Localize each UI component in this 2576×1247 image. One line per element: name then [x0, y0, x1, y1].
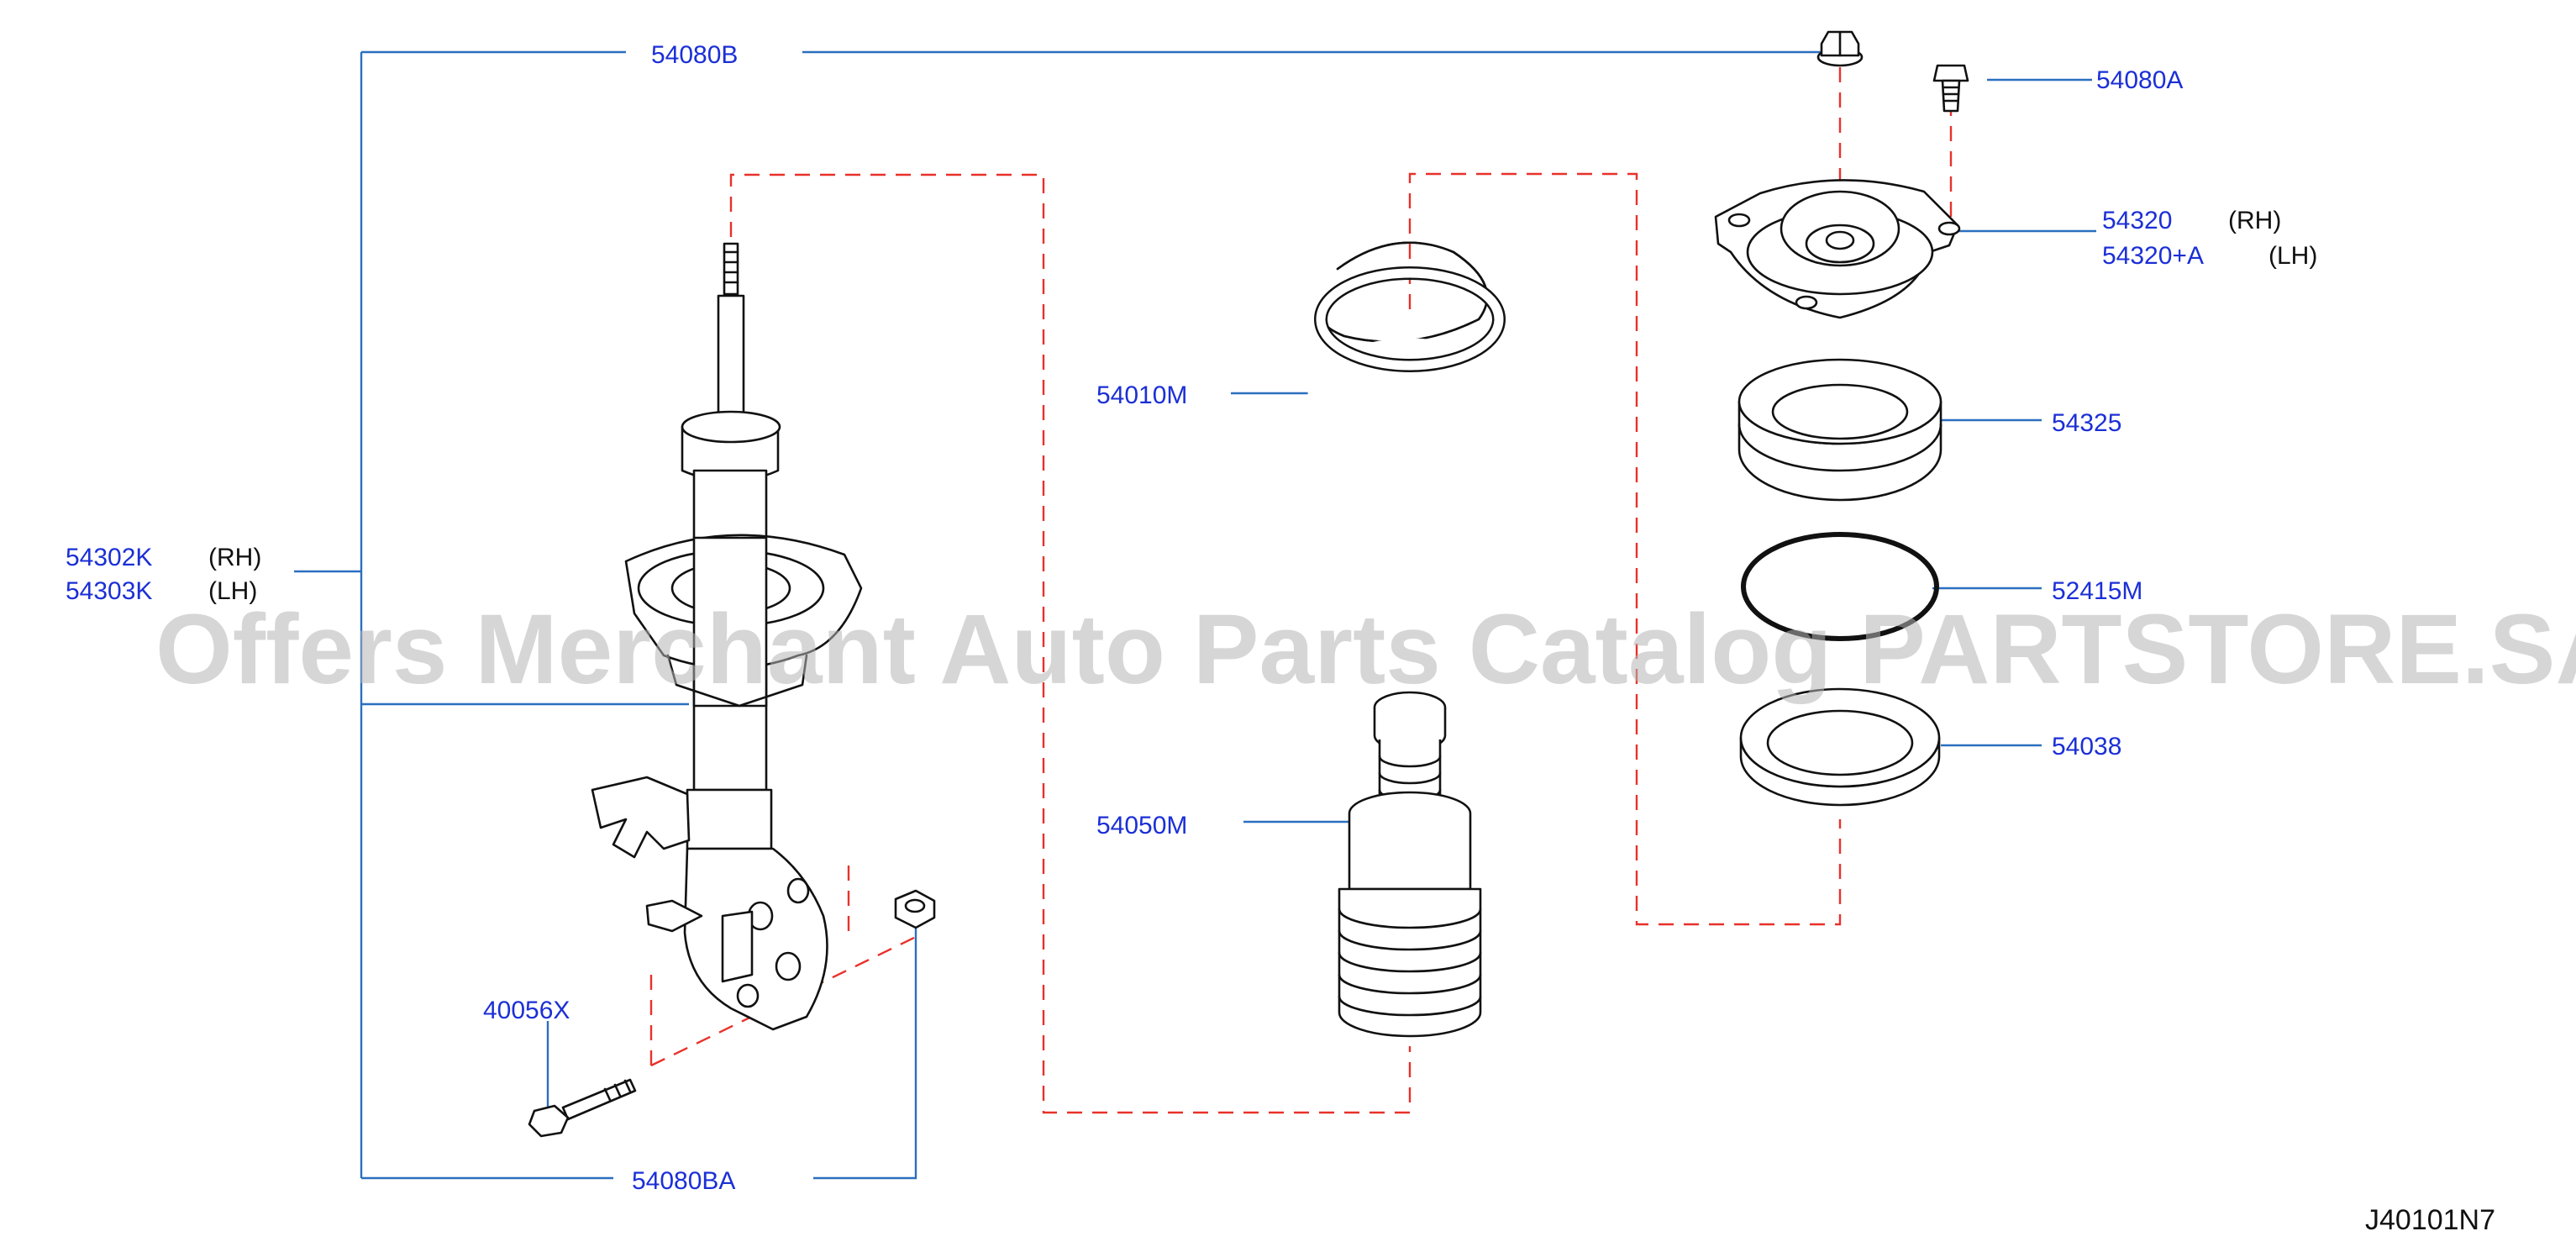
flange-nut-54080B [1816, 30, 1864, 67]
o-ring-52415M [1741, 532, 1939, 641]
bolt-54080A [1932, 64, 1969, 113]
strut-assembly-54302K [591, 242, 863, 1031]
bolt-40056X [528, 1078, 637, 1138]
nut-54080BA [894, 889, 936, 929]
bearing-54325 [1737, 358, 1943, 502]
callout-40056X: 40056X [483, 997, 570, 1024]
diagram-code: J40101N7 [2365, 1204, 2495, 1236]
spring-coils [1304, 266, 1516, 617]
watermark-text: Offers Merchant Auto Parts Catalog PARTS… [155, 594, 2576, 705]
spring-seat-54038 [1739, 687, 1941, 807]
strut-mount-54320 [1714, 179, 1961, 319]
callout-54303K: 54303K [66, 577, 152, 605]
callout-52415M: 52415M [2052, 577, 2142, 605]
callout-54320A: 54320+A [2102, 242, 2204, 270]
callout-54320A-side: (LH) [2268, 242, 2317, 270]
callout-54080BA: 54080BA [632, 1167, 735, 1195]
callout-54302K-side: (RH) [208, 544, 261, 571]
callout-54080B: 54080B [651, 41, 738, 69]
callout-54325: 54325 [2052, 409, 2121, 437]
callout-54302K: 54302K [66, 544, 152, 571]
bump-stop-54050M [1338, 691, 1482, 1038]
callout-54303K-side: (LH) [208, 577, 257, 605]
leader-lines [294, 50, 2096, 1180]
callout-54080A: 54080A [2096, 66, 2183, 94]
callout-54010M: 54010M [1096, 381, 1187, 409]
callout-54050M: 54050M [1096, 812, 1187, 839]
callout-54038: 54038 [2052, 733, 2121, 760]
coil-spring-54010M [1304, 241, 1516, 617]
callout-labels: 54080B 54080A 54320 (RH) 54320+A (LH) 54… [66, 41, 2317, 1195]
callout-54320: 54320 [2102, 207, 2172, 234]
callout-54320-side: (RH) [2228, 207, 2281, 234]
